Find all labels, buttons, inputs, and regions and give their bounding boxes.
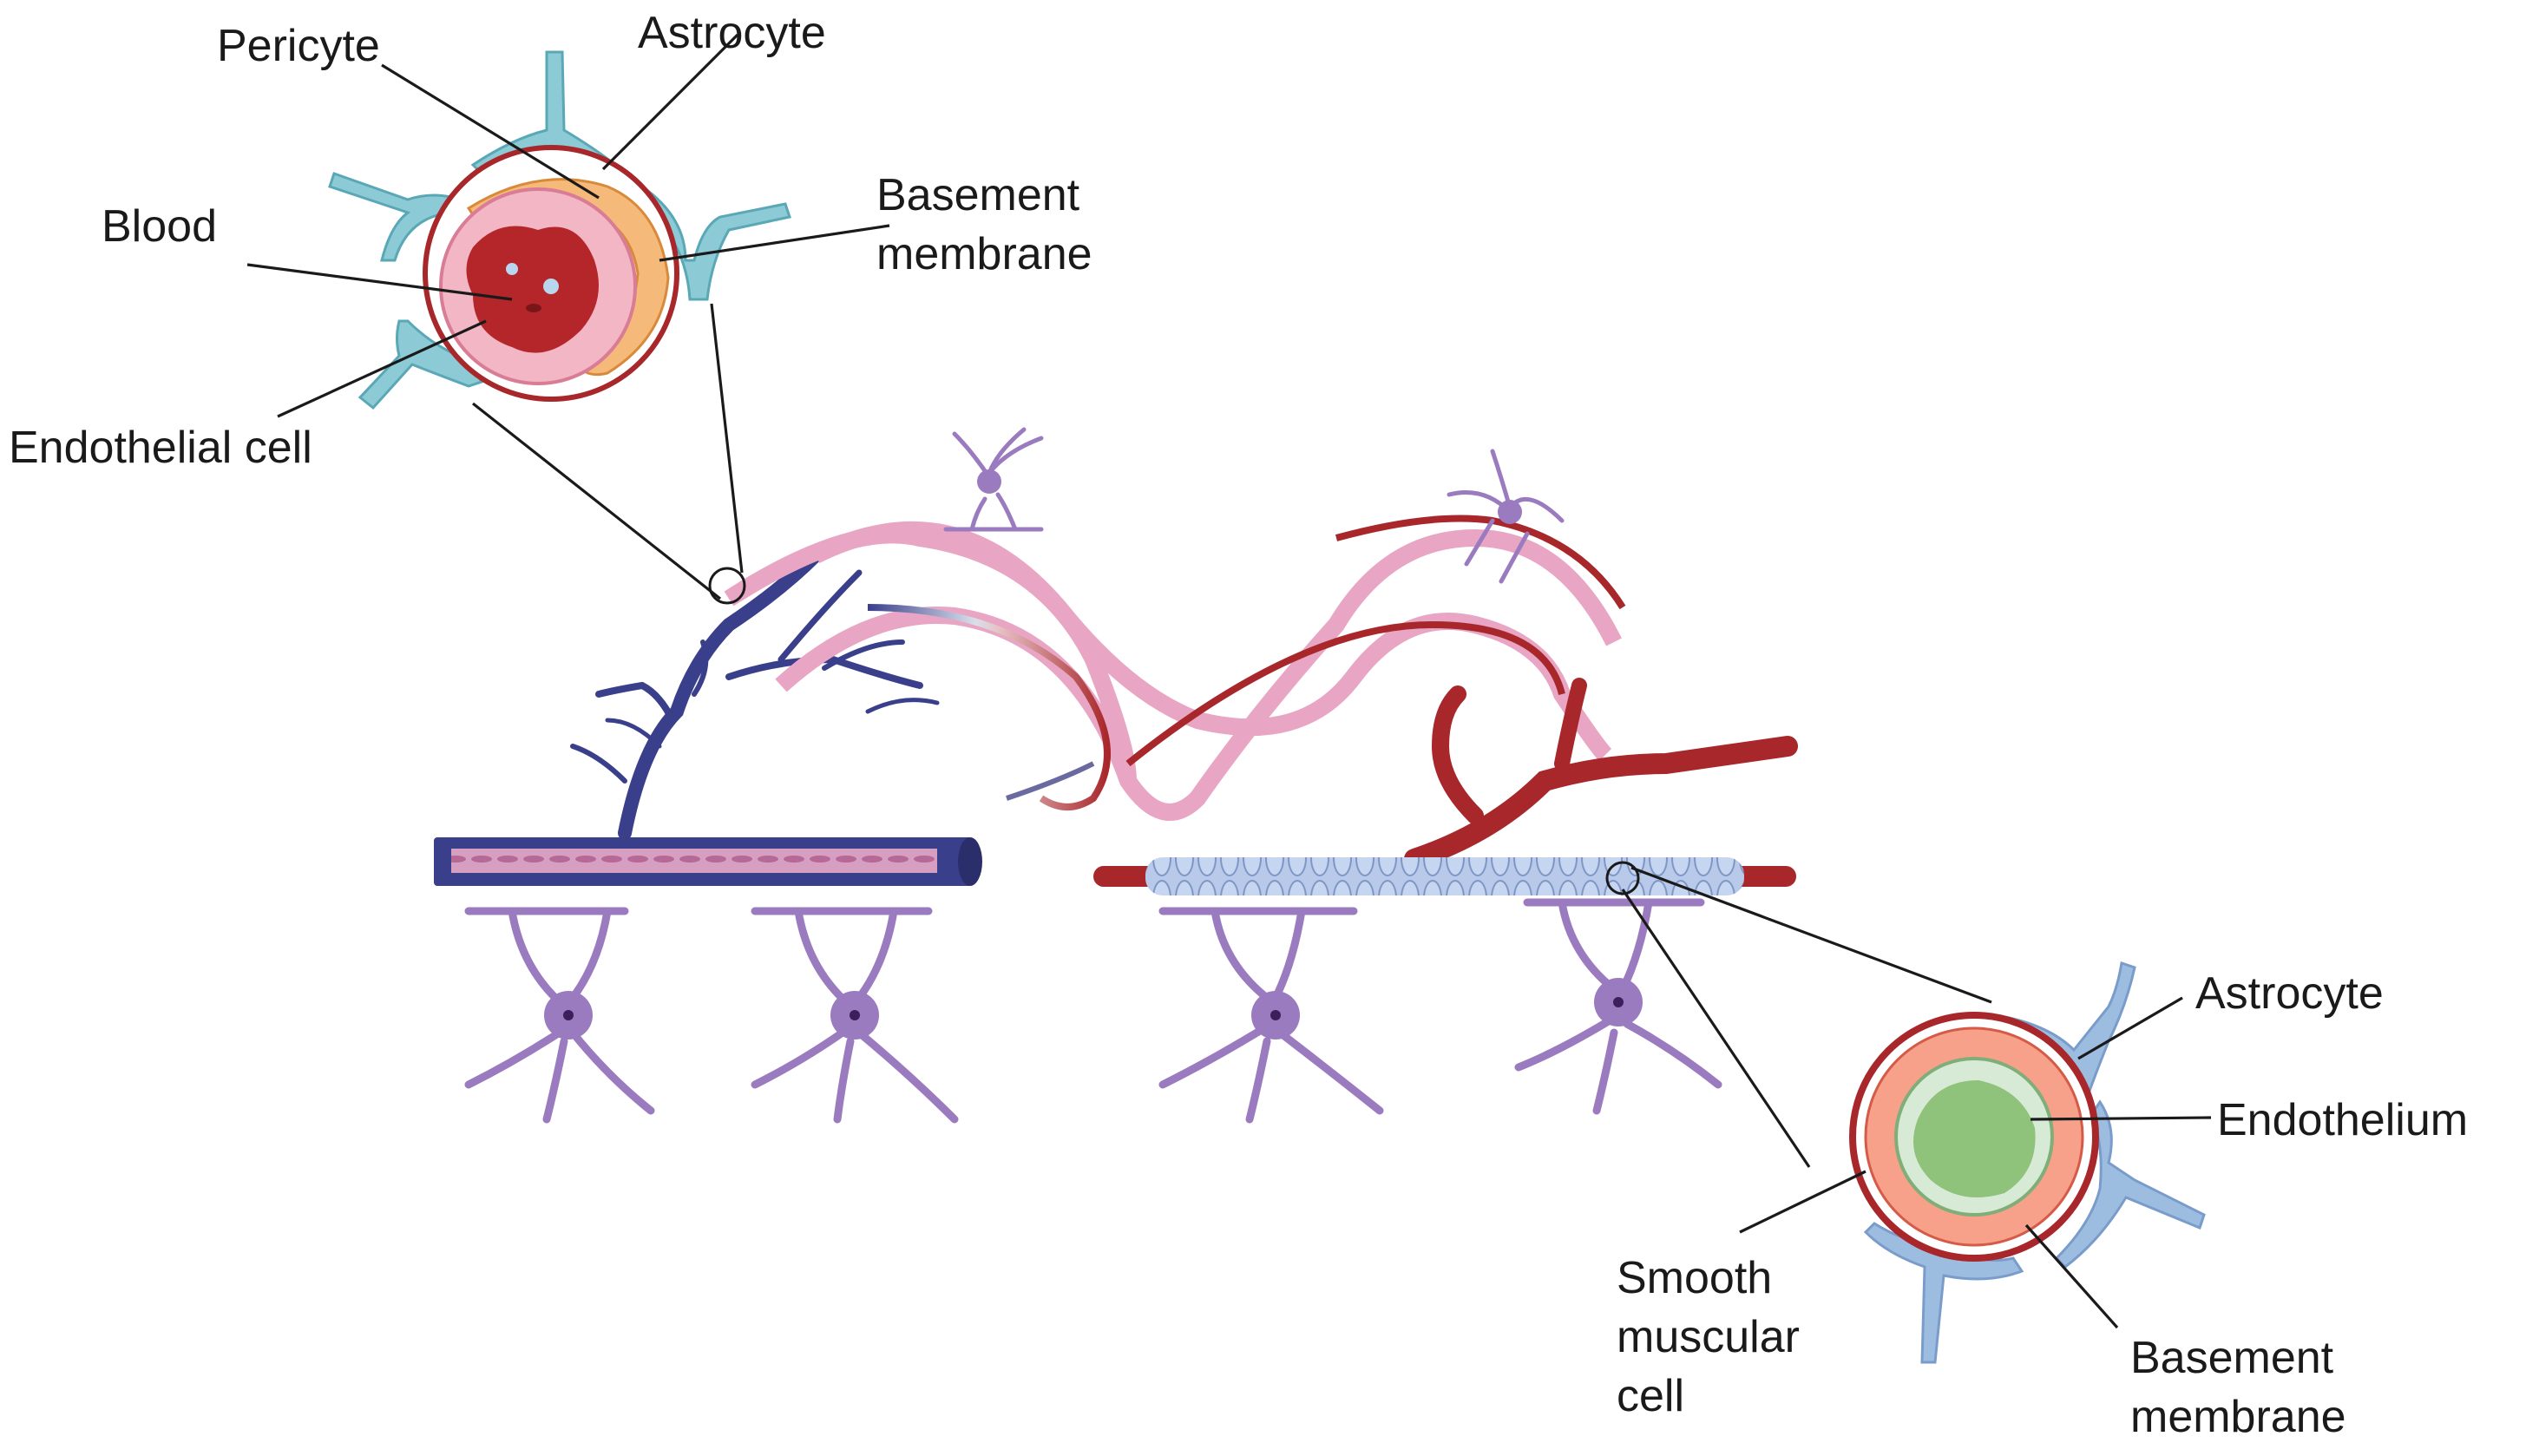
neuron-bodies <box>544 978 1643 1040</box>
capillary-connection <box>1125 620 1565 767</box>
capillary-loop <box>775 528 1622 821</box>
capillary-connection <box>867 604 1111 810</box>
blood-cell <box>526 304 541 312</box>
label-endothelium: Endothelium <box>2217 1095 2468 1145</box>
blood-lumen <box>466 226 599 353</box>
label-basement-top-2: membrane <box>876 229 1092 279</box>
label-smooth-3: cell <box>1617 1371 1684 1421</box>
capillary-loop <box>811 521 1612 762</box>
label-smooth-1: Smooth <box>1617 1253 1772 1303</box>
zoom-marker-top <box>708 567 746 605</box>
label-astrocyte-top: Astrocyte <box>638 8 826 58</box>
zoom-marker-bottom <box>1605 861 1640 895</box>
label-smooth-2: muscular <box>1617 1312 1800 1362</box>
capillary-connection <box>1006 761 1095 801</box>
label-basement-bottom-2: membrane <box>2130 1392 2346 1442</box>
label-blood: Blood <box>102 201 217 252</box>
neurons-bottom <box>464 898 1722 1124</box>
label-endothelial-cell: Endothelial cell <box>9 423 312 473</box>
blood-cell <box>506 263 518 275</box>
label-basement-top-1: Basement <box>876 170 1080 220</box>
label-pericyte: Pericyte <box>217 21 380 71</box>
neuron-body <box>1498 500 1522 524</box>
lumen <box>1913 1080 2036 1197</box>
neuron-body <box>977 469 1001 494</box>
capillary-cross-section <box>328 50 791 410</box>
label-astrocyte-bottom: Astrocyte <box>2195 968 2384 1019</box>
capillary-loop <box>724 526 1137 782</box>
capillary-network <box>570 515 1798 869</box>
blood-cell <box>543 279 559 294</box>
label-basement-bottom-1: Basement <box>2130 1333 2334 1383</box>
artery <box>1093 857 1796 895</box>
neurons-top <box>943 427 1565 584</box>
leader-lines <box>246 33 2212 1329</box>
labels-bottom: Astrocyte Endothelium Smooth muscular ce… <box>1617 968 2468 1442</box>
arteriole-cross-section <box>1849 961 2206 1364</box>
astrocyte-endfeet-bottom <box>1863 961 2206 1364</box>
vein <box>434 837 982 886</box>
arteriole-branches <box>1404 678 1798 869</box>
labels-top: Pericyte Astrocyte Blood Basement membra… <box>9 8 1092 473</box>
venule-branches <box>570 548 940 840</box>
